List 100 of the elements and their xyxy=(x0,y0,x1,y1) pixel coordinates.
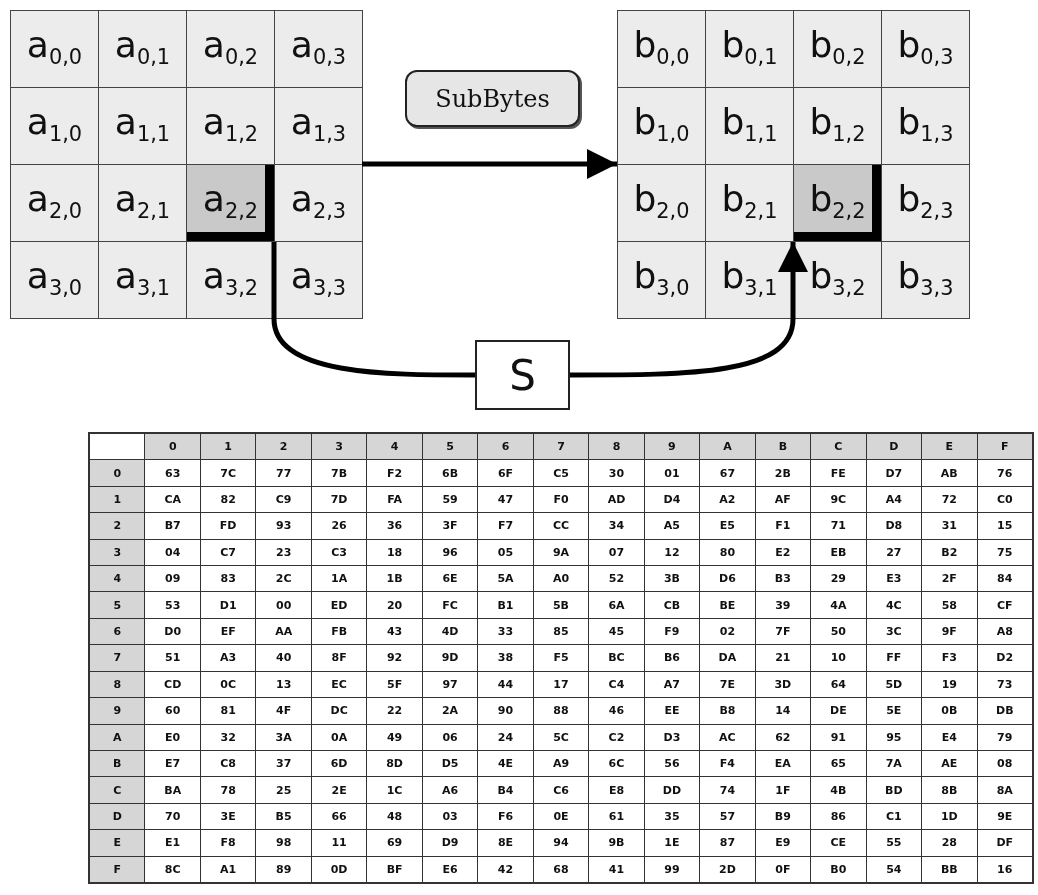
table-cell: 93 xyxy=(256,513,311,539)
cell-text: a$_{1,0}$ xyxy=(26,104,83,148)
table-cell: 90 xyxy=(478,698,533,724)
table-cell: 33 xyxy=(478,618,533,645)
header-cell: 9 xyxy=(644,434,700,460)
table-cell: 0D xyxy=(311,856,367,882)
table-cell: 30 xyxy=(589,460,644,486)
table-cell: 37 xyxy=(256,750,311,777)
table-cell: E1 xyxy=(145,830,200,856)
table-cell: 0E xyxy=(533,803,589,830)
header-cell: F xyxy=(977,434,1032,460)
cell-text: b$_{1,0}$ xyxy=(633,104,690,148)
table-cell: 98 xyxy=(256,830,311,856)
header-cell: 1 xyxy=(90,486,145,513)
table-cell: 00 xyxy=(256,592,311,618)
cell-text: a$_{3,3}$ xyxy=(290,258,347,302)
table-cell: D9 xyxy=(422,830,478,856)
table-cell: 3C xyxy=(866,618,922,645)
table-cell: B8 xyxy=(700,698,755,724)
table-cell: 49 xyxy=(367,724,422,750)
table-cell: EA xyxy=(755,750,811,777)
table-cell: AD xyxy=(589,486,644,513)
table-cell: 20 xyxy=(367,592,422,618)
cell-text: b$_{0,0}$ xyxy=(633,27,690,71)
table-cell: 4B xyxy=(811,777,866,803)
header-cell: 7 xyxy=(533,434,589,460)
table-cell: A6 xyxy=(422,777,478,803)
table-cell: AA xyxy=(256,618,311,645)
cell-text: b$_{0,1}$ xyxy=(721,27,778,71)
cell-text: b$_{3,1}$ xyxy=(721,258,778,302)
state-matrix xyxy=(617,10,969,318)
matrix-cell xyxy=(881,241,970,319)
table-cell: 77 xyxy=(256,460,311,486)
table-cell: 4E xyxy=(478,750,533,777)
table-cell: 6A xyxy=(589,592,644,618)
table-cell: 43 xyxy=(367,618,422,645)
table-cell: DE xyxy=(811,698,866,724)
table-cell: CF xyxy=(977,592,1032,618)
table-cell: C1 xyxy=(866,803,922,830)
header-cell: 6 xyxy=(90,618,145,645)
table-cell: 1A xyxy=(311,566,367,592)
table-cell: 25 xyxy=(256,777,311,803)
table-cell: DF xyxy=(977,830,1032,856)
header-cell: 8 xyxy=(589,434,644,460)
table-cell: 82 xyxy=(200,486,256,513)
table-cell: CE xyxy=(811,830,866,856)
table-cell: EF xyxy=(200,618,256,645)
table-cell: 0F xyxy=(755,856,811,882)
matrix-cell xyxy=(274,241,363,319)
table-cell: 8C xyxy=(145,856,200,882)
table-cell: 8F xyxy=(311,645,367,671)
table-cell: A8 xyxy=(977,618,1032,645)
table-cell: F9 xyxy=(644,618,700,645)
table-cell: 88 xyxy=(533,698,589,724)
header-cell: 1 xyxy=(200,434,256,460)
table-cell: 61 xyxy=(589,803,644,830)
table-cell: 26 xyxy=(311,513,367,539)
table-cell: 87 xyxy=(700,830,755,856)
cell-text: b$_{2,0}$ xyxy=(633,181,690,225)
cell-text: b$_{3,0}$ xyxy=(633,258,690,302)
table-cell: 6F xyxy=(478,460,533,486)
table-cell: 3D xyxy=(755,671,811,698)
table-cell: 2E xyxy=(311,777,367,803)
table-cell: B9 xyxy=(755,803,811,830)
table-cell: 19 xyxy=(922,671,977,698)
table-cell: 06 xyxy=(422,724,478,750)
table-cell: 45 xyxy=(589,618,644,645)
header-cell: C xyxy=(811,434,866,460)
table-cell: E8 xyxy=(589,777,644,803)
table-cell: 46 xyxy=(589,698,644,724)
table-cell: 22 xyxy=(367,698,422,724)
table-cell: B6 xyxy=(644,645,700,671)
header-cell: E xyxy=(90,830,145,856)
table-cell: 0C xyxy=(200,671,256,698)
table-cell: 69 xyxy=(367,830,422,856)
table-cell: 3B xyxy=(644,566,700,592)
table-cell: CB xyxy=(644,592,700,618)
cell-text: a$_{3,2}$ xyxy=(202,258,259,302)
table-cell: 8E xyxy=(478,830,533,856)
table-cell: 4A xyxy=(811,592,866,618)
table-cell: 41 xyxy=(589,856,644,882)
table-cell: AE xyxy=(922,750,977,777)
state-matrix xyxy=(10,10,362,318)
table-cell: D8 xyxy=(866,513,922,539)
highlighted-cell xyxy=(186,164,275,242)
cell-text: a$_{3,1}$ xyxy=(114,258,171,302)
table-cell: 2D xyxy=(700,856,755,882)
table-cell: 70 xyxy=(145,803,200,830)
cell-text: b$_{0,2}$ xyxy=(809,27,866,71)
cell-text: a$_{2,1}$ xyxy=(114,181,171,225)
table-cell: 83 xyxy=(200,566,256,592)
cell-text: b$_{1,3}$ xyxy=(897,104,954,148)
table-cell: D2 xyxy=(977,645,1032,671)
table-cell: CD xyxy=(145,671,200,698)
table-cell: 11 xyxy=(311,830,367,856)
table-cell: B2 xyxy=(922,539,977,566)
table-cell: 32 xyxy=(200,724,256,750)
table-cell: D6 xyxy=(700,566,755,592)
table-cell: 03 xyxy=(422,803,478,830)
table-cell: B7 xyxy=(145,513,200,539)
